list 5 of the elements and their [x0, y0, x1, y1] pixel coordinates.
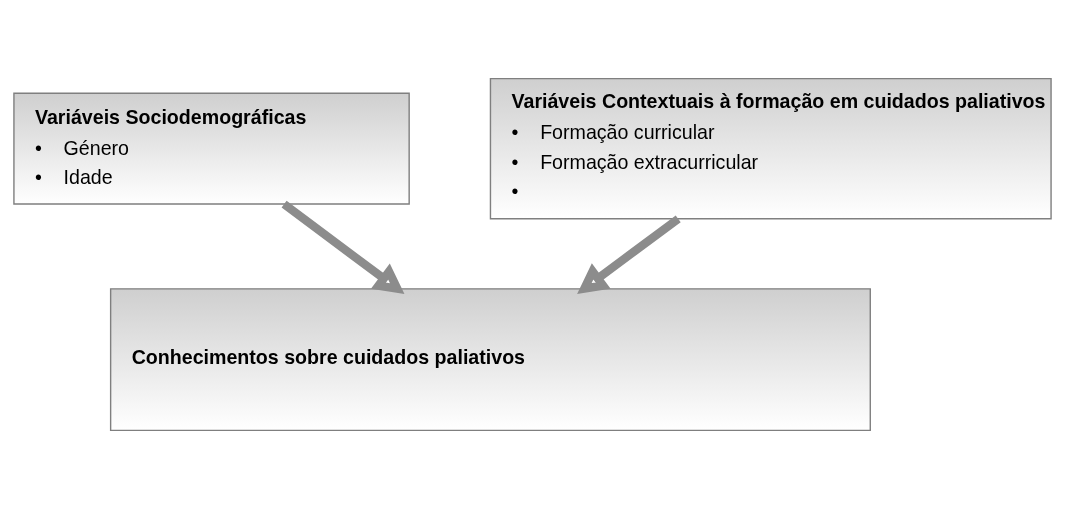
node-box: Variáveis Sociodemográficas • Género • Idade	[13, 92, 410, 205]
node-box: Variáveis Contextuais à formação em cuidados paliativos • Formação curricular • Formação extracurricular •	[489, 77, 1052, 220]
node-box: Conhecimentos sobre cuidados paliativos	[109, 288, 871, 432]
arrow	[577, 215, 681, 294]
arrow	[281, 200, 405, 295]
